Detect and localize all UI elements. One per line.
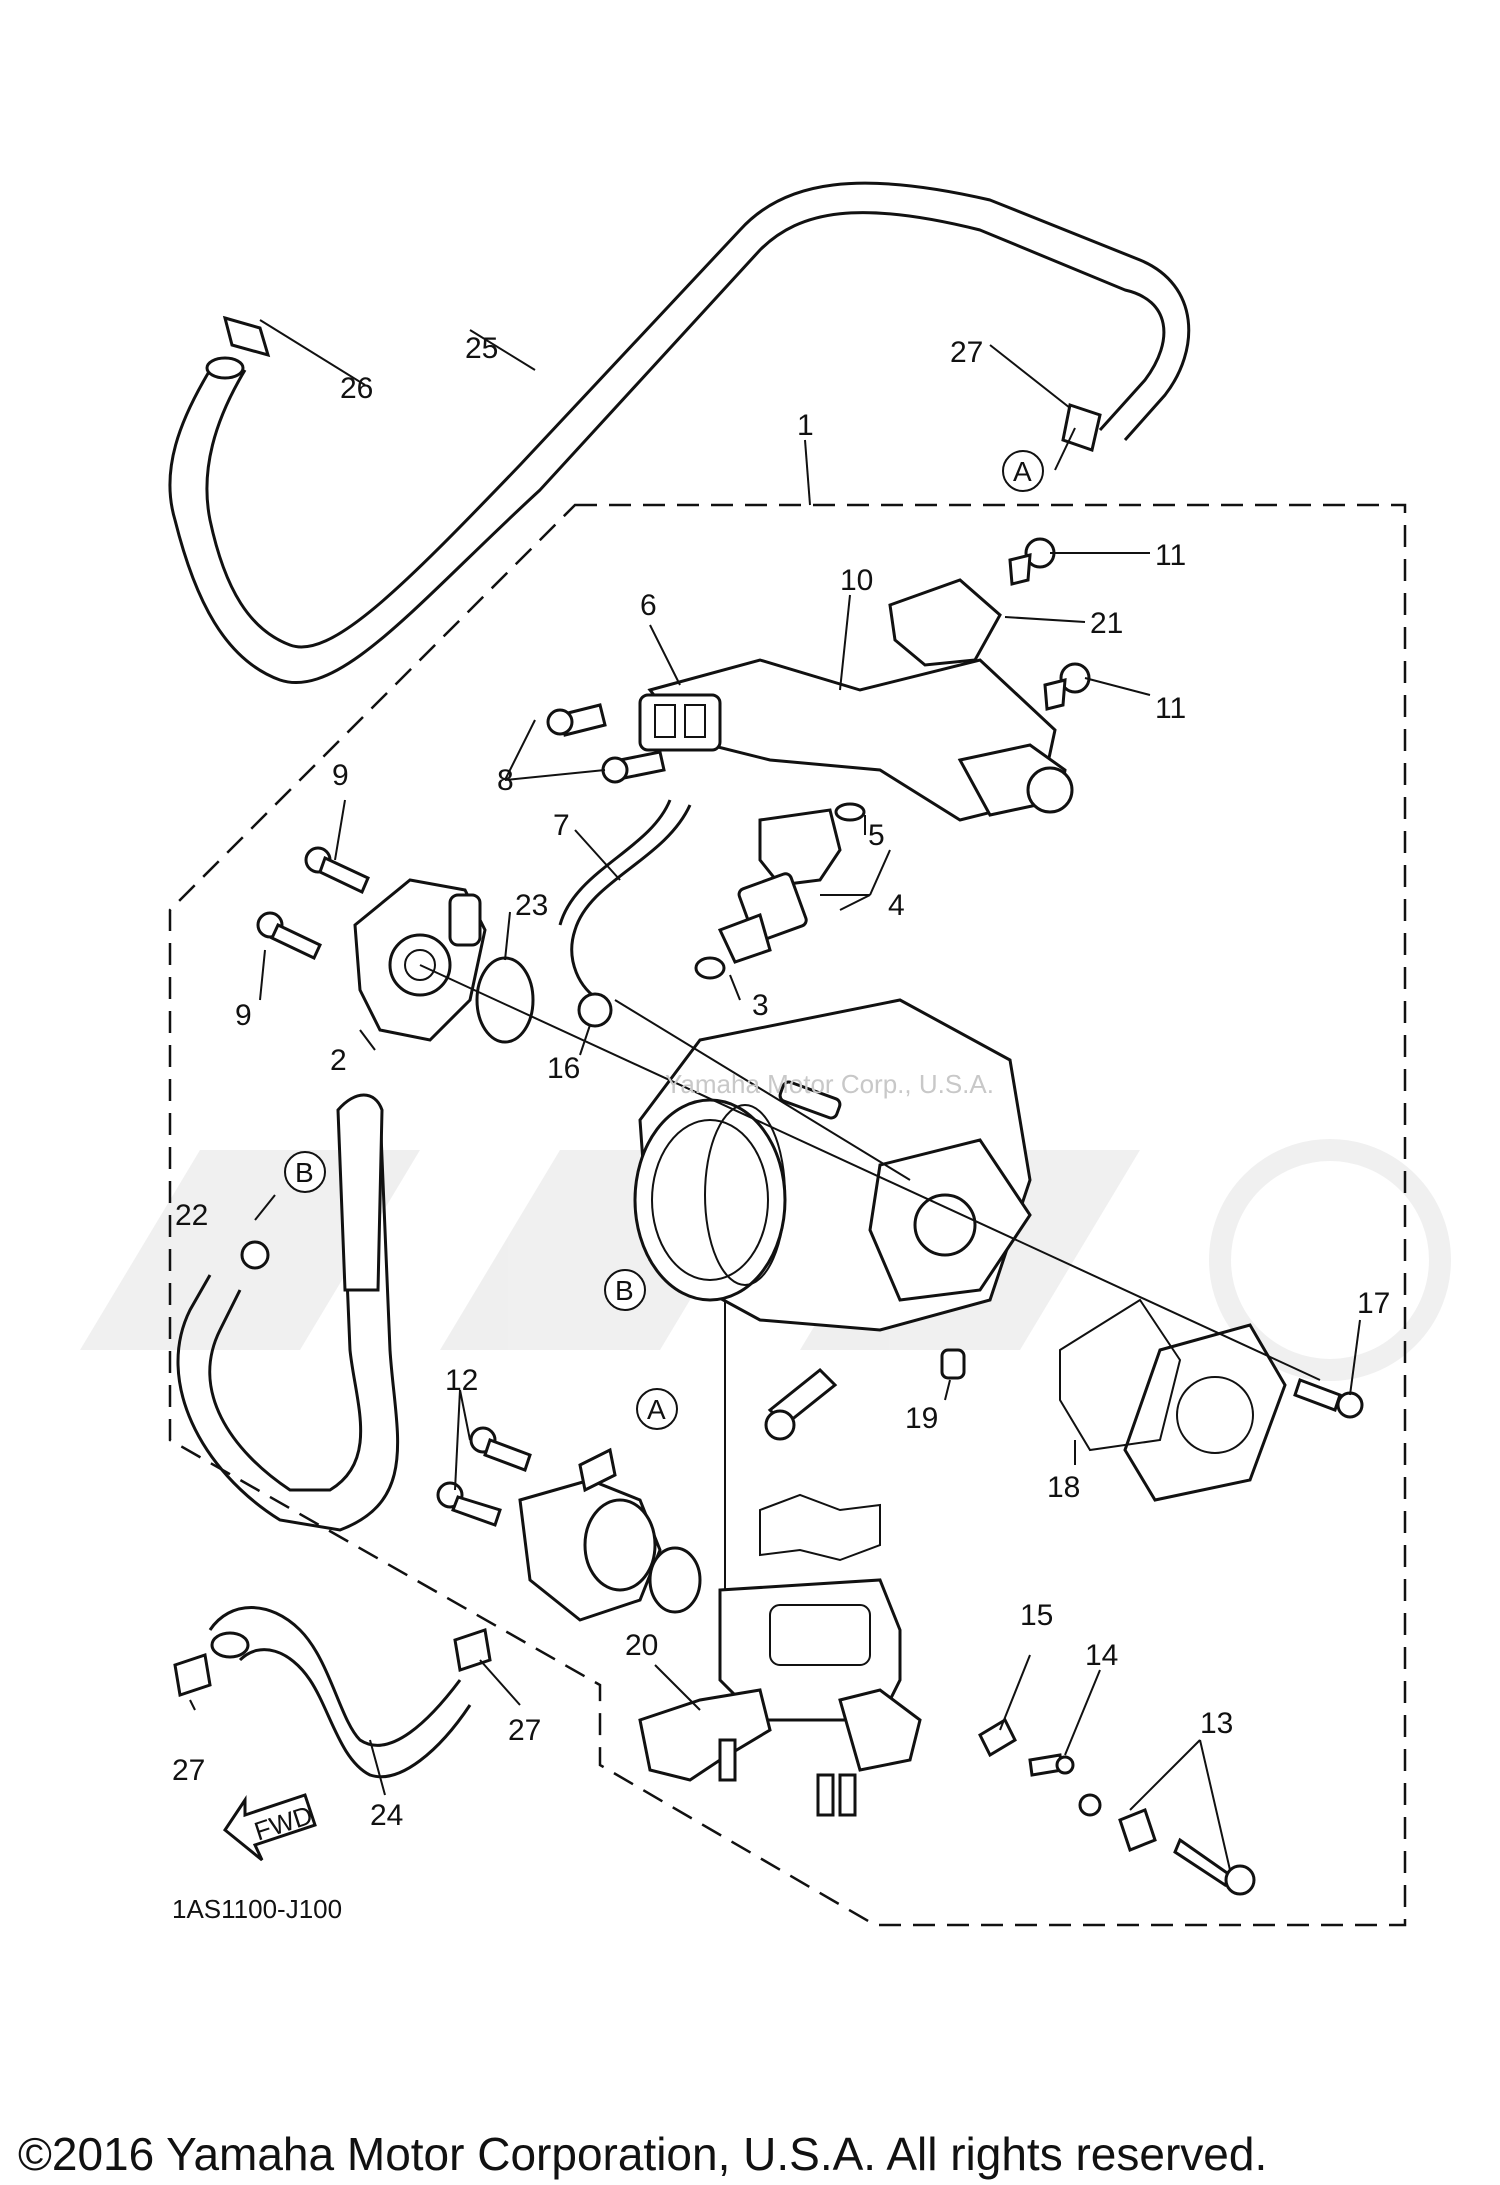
callout-18: 18 [1047, 1471, 1080, 1504]
callout-5: 5 [868, 819, 885, 852]
fwd-label: FWD [251, 1800, 317, 1847]
connector-label: B [615, 1275, 634, 1306]
callout-27a: 27 [950, 336, 983, 369]
callout-27b: 27 [172, 1754, 205, 1787]
callout-20: 20 [625, 1629, 658, 1662]
callout-15: 15 [1020, 1599, 1053, 1632]
gasket-18 [1059, 1298, 1182, 1452]
gasket-square [759, 1493, 881, 1562]
watermark-text: Yamaha Motor Corp., U.S.A. [665, 1069, 994, 1099]
plug-19 [940, 1348, 966, 1380]
throttle-position-sensor [353, 878, 487, 1042]
callout-8: 8 [497, 764, 514, 797]
callout-17: 17 [1357, 1287, 1390, 1320]
callout-1: 1 [797, 409, 814, 442]
throttle-body-base [718, 1578, 922, 1772]
callout-19: 19 [905, 1402, 938, 1435]
callout-11a: 11 [1155, 539, 1186, 572]
callout-22: 22 [175, 1199, 208, 1232]
callout-10: 10 [840, 564, 873, 597]
clamp-27-left [173, 1653, 212, 1697]
screws-base [718, 1738, 857, 1817]
screws-12 [436, 1426, 532, 1527]
clip-21 [888, 578, 1002, 667]
callout-26: 26 [340, 372, 373, 405]
fuel-injector [717, 802, 866, 964]
connector-b-lower: B [604, 1269, 646, 1311]
hose-24 [208, 1606, 462, 1747]
callout-24: 24 [370, 1799, 403, 1832]
callout-12: 12 [445, 1364, 478, 1397]
callout-6: 6 [640, 589, 657, 622]
part-code: 1AS1100-J100 [172, 1894, 342, 1924]
connector-label: A [647, 1394, 666, 1425]
cover [1123, 1323, 1287, 1502]
nut-16 [577, 992, 613, 1028]
wire-harness-bracket [638, 658, 1074, 822]
callout-27c: 27 [508, 1714, 541, 1747]
hose-b [176, 1093, 400, 1532]
fwd-arrow: FWD [222, 1793, 317, 1862]
connector-b-upper: B [284, 1151, 326, 1193]
copyright-text: ©2016 Yamaha Motor Corporation, U.S.A. A… [18, 2128, 1267, 2180]
callout-2: 2 [330, 1044, 347, 1077]
connector-label: B [295, 1157, 314, 1188]
callout-25: 25 [465, 332, 498, 365]
callout-numbers: 1 2 3 4 5 6 7 8 9 9 10 11 11 12 13 14 15… [172, 332, 1390, 1832]
screws-9 [256, 846, 370, 961]
screws-8 [546, 703, 666, 784]
callout-14: 14 [1085, 1639, 1118, 1672]
connector-a-upper: A [1002, 450, 1044, 492]
screw-11-lower [1059, 662, 1091, 694]
callout-23: 23 [515, 889, 548, 922]
hose-7 [570, 804, 692, 1002]
callout-13: 13 [1200, 1707, 1233, 1740]
callout-16: 16 [547, 1052, 580, 1085]
callout-9a: 9 [332, 759, 349, 792]
callout-21: 21 [1090, 607, 1123, 640]
callout-3: 3 [752, 989, 769, 1022]
callout-7: 7 [553, 809, 570, 842]
seal-3 [694, 956, 726, 980]
callout-leaders [189, 319, 1361, 1871]
callout-4: 4 [888, 889, 905, 922]
adjuster-13 [1078, 1793, 1256, 1896]
connector-label: A [1013, 456, 1032, 487]
spring-15 [978, 1717, 1017, 1758]
assembly-boundary [168, 503, 1407, 1927]
throttle-intake-joint [518, 1447, 702, 1622]
bracket-20 [638, 1688, 772, 1782]
callout-11b: 11 [1155, 692, 1186, 725]
screw-17 [1293, 1378, 1364, 1419]
callout-9b: 9 [235, 999, 252, 1032]
connector-a-lower: A [636, 1388, 678, 1430]
hose-25 [168, 181, 1191, 684]
o-ring-23 [475, 956, 535, 1044]
pin-14 [1028, 1753, 1075, 1777]
